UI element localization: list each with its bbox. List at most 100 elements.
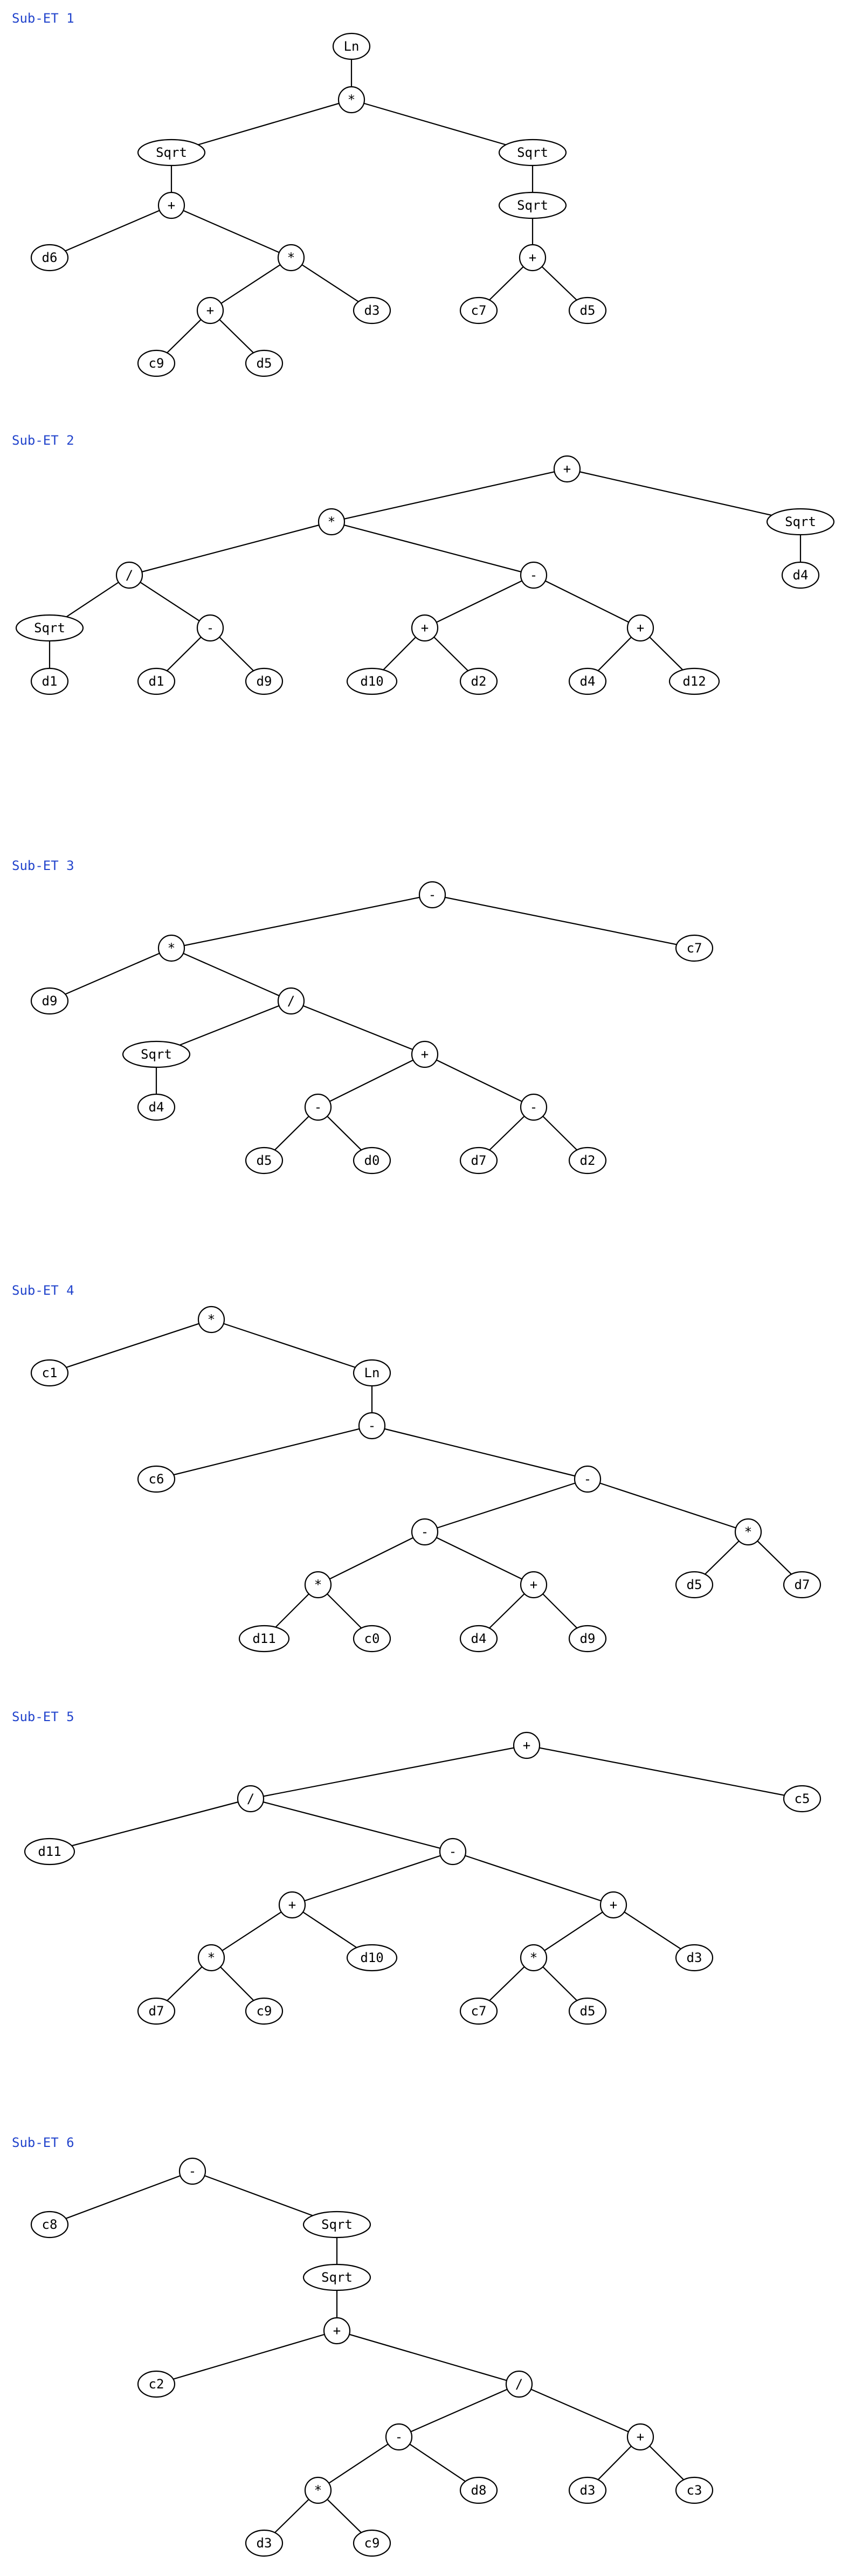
tree-edge: [211, 1904, 293, 1958]
tree-node-c6: c6: [137, 1465, 176, 1493]
node-ellipse: [346, 667, 398, 695]
node-ellipse: [418, 881, 446, 909]
tree-edge: [156, 1425, 372, 1480]
tree-edges: [49, 1744, 803, 2012]
tree-node-d7: d7: [137, 1997, 176, 2025]
node-ellipse: [459, 667, 498, 695]
node-ellipse: [783, 1571, 822, 1599]
tree-node-minus: -: [196, 614, 224, 642]
node-ellipse: [568, 1625, 607, 1653]
tree-node-plus: +: [553, 455, 581, 483]
tree-node-sqrt: Sqrt: [498, 139, 567, 167]
node-ellipse: [196, 296, 224, 324]
tree-node-sqrt: Sqrt: [122, 1040, 191, 1068]
tree-node-c9: c9: [245, 1997, 284, 2025]
node-label: +: [206, 303, 214, 318]
node-ellipse: [24, 1838, 75, 1866]
node-ellipse: [237, 1785, 265, 1813]
node-label: d1: [149, 674, 164, 689]
tree-node-multiply: *: [304, 1571, 332, 1599]
node-ellipse: [734, 1518, 762, 1546]
tree-node-d3: d3: [353, 296, 391, 324]
node-ellipse: [137, 1093, 176, 1121]
tree-edge: [336, 2330, 520, 2385]
tree-node-minus: -: [574, 1465, 602, 1493]
node-label: *: [208, 1312, 215, 1327]
node-label: d3: [687, 1950, 702, 1965]
tree-edge: [250, 1744, 527, 1800]
tree-node-multiply: *: [520, 1944, 548, 1972]
node-ellipse: [568, 2476, 607, 2504]
tree-node-c0: c0: [353, 1625, 391, 1653]
tree-edge: [250, 1798, 453, 1853]
tree-edge: [533, 1904, 614, 1958]
node-ellipse: [353, 1625, 391, 1653]
tree-node-minus: -: [439, 1838, 467, 1866]
tree-node-minus: -: [178, 2157, 206, 2185]
tree-edge: [156, 2330, 337, 2385]
node-label: c6: [149, 1472, 164, 1487]
node-label: +: [288, 1897, 296, 1912]
node-ellipse: [115, 561, 143, 589]
node-ellipse: [675, 934, 714, 962]
node-label: d3: [364, 303, 380, 318]
node-label: -: [530, 568, 537, 583]
node-ellipse: [245, 1997, 284, 2025]
node-label: -: [449, 1844, 457, 1859]
node-label: Ln: [344, 39, 360, 54]
node-ellipse: [411, 614, 439, 642]
node-ellipse: [626, 614, 654, 642]
node-ellipse: [304, 1093, 332, 1121]
tree-node-d3: d3: [675, 1944, 714, 1972]
node-ellipse: [358, 1412, 386, 1440]
node-ellipse: [459, 2476, 498, 2504]
tree-node-d12: d12: [668, 667, 720, 695]
node-ellipse: [304, 2476, 332, 2504]
node-label: -: [421, 1524, 429, 1539]
node-ellipse: [277, 987, 305, 1015]
tree-edge: [567, 468, 801, 523]
tree-edge: [587, 1478, 749, 1533]
tree-edge: [424, 1531, 534, 1585]
node-ellipse: [498, 191, 567, 219]
tree-node-d8: d8: [459, 2476, 498, 2504]
node-ellipse: [30, 1359, 69, 1387]
tree-node-minus: -: [520, 1093, 548, 1121]
tree-edge: [424, 1054, 534, 1108]
node-label: Sqrt: [156, 145, 187, 160]
tree-edge: [317, 1531, 425, 1585]
tree-edge: [171, 894, 433, 949]
node-label: d9: [580, 1631, 596, 1646]
node-label: *: [744, 1524, 752, 1539]
node-ellipse: [238, 1625, 290, 1653]
node-ellipse: [304, 1571, 332, 1599]
node-label: Sqrt: [517, 198, 548, 213]
tree-node-multiply: *: [734, 1518, 762, 1546]
tree-node-plus: +: [519, 244, 547, 272]
tree-node-plus: +: [411, 1040, 439, 1068]
node-label: d5: [257, 356, 272, 371]
node-ellipse: [459, 296, 498, 324]
node-ellipse: [30, 987, 69, 1015]
tree-node-minus: -: [418, 881, 446, 909]
tree-node-sqrt: Sqrt: [766, 508, 835, 536]
tree-node-multiply: *: [317, 508, 346, 536]
node-ellipse: [574, 1465, 602, 1493]
tree-node-d1: d1: [30, 667, 69, 695]
node-label: d2: [580, 1153, 596, 1168]
tree-node-sqrt: Sqrt: [302, 2263, 371, 2291]
node-ellipse: [278, 1891, 306, 1919]
tree-node-multiply: *: [197, 1306, 225, 1334]
tree-node-c8: c8: [30, 2211, 69, 2239]
node-ellipse: [245, 1147, 284, 1175]
node-label: d5: [580, 303, 596, 318]
node-ellipse: [459, 1147, 498, 1175]
tree-edge: [533, 575, 641, 629]
node-ellipse: [157, 934, 185, 962]
node-label: /: [287, 993, 295, 1009]
node-ellipse: [245, 349, 284, 377]
